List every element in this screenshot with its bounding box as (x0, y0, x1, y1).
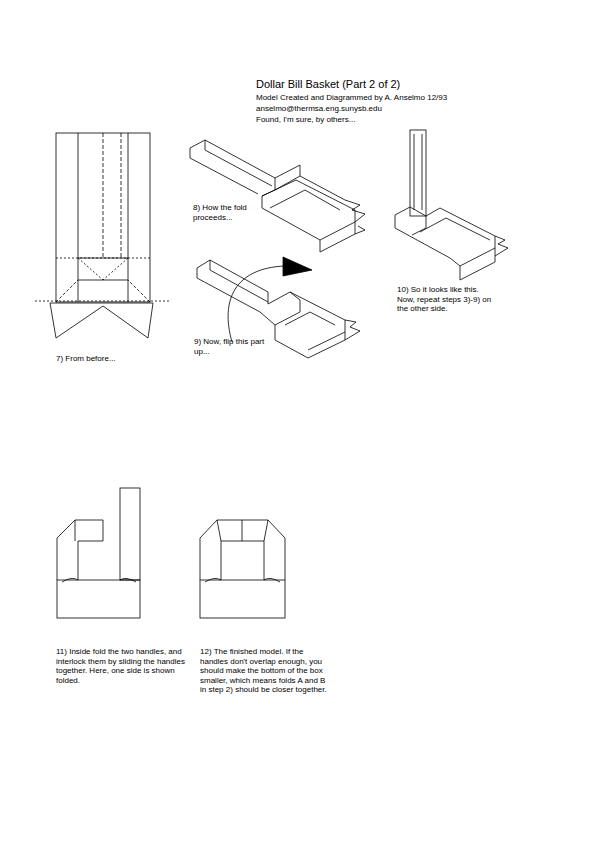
email-line: anselmo@thermsa.eng.sunysb.edu (256, 104, 382, 114)
step-caption: 11) Inside fold the two handles, and int… (56, 647, 188, 685)
step-caption: 7) From before... (56, 354, 116, 364)
step10-figure (395, 130, 508, 280)
title: Dollar Bill Basket (Part 2 of 2) (256, 78, 400, 91)
step8-figure (190, 140, 365, 252)
credit-note: Found, I'm sure, by others... (256, 115, 355, 125)
step12-figure (200, 520, 285, 618)
step7-figure (35, 133, 170, 338)
step-caption: 12) The finished model. If the handles d… (200, 647, 332, 695)
step-caption: 9) Now, flip this part up... (194, 337, 266, 356)
step11-figure (57, 488, 140, 618)
step-caption: 8) How the fold proceeds... (193, 203, 271, 222)
credit-line: Model Created and Diagrammed by A. Ansel… (256, 93, 447, 103)
step-caption: 10) So it looks like this. Now, repeat s… (397, 285, 495, 314)
